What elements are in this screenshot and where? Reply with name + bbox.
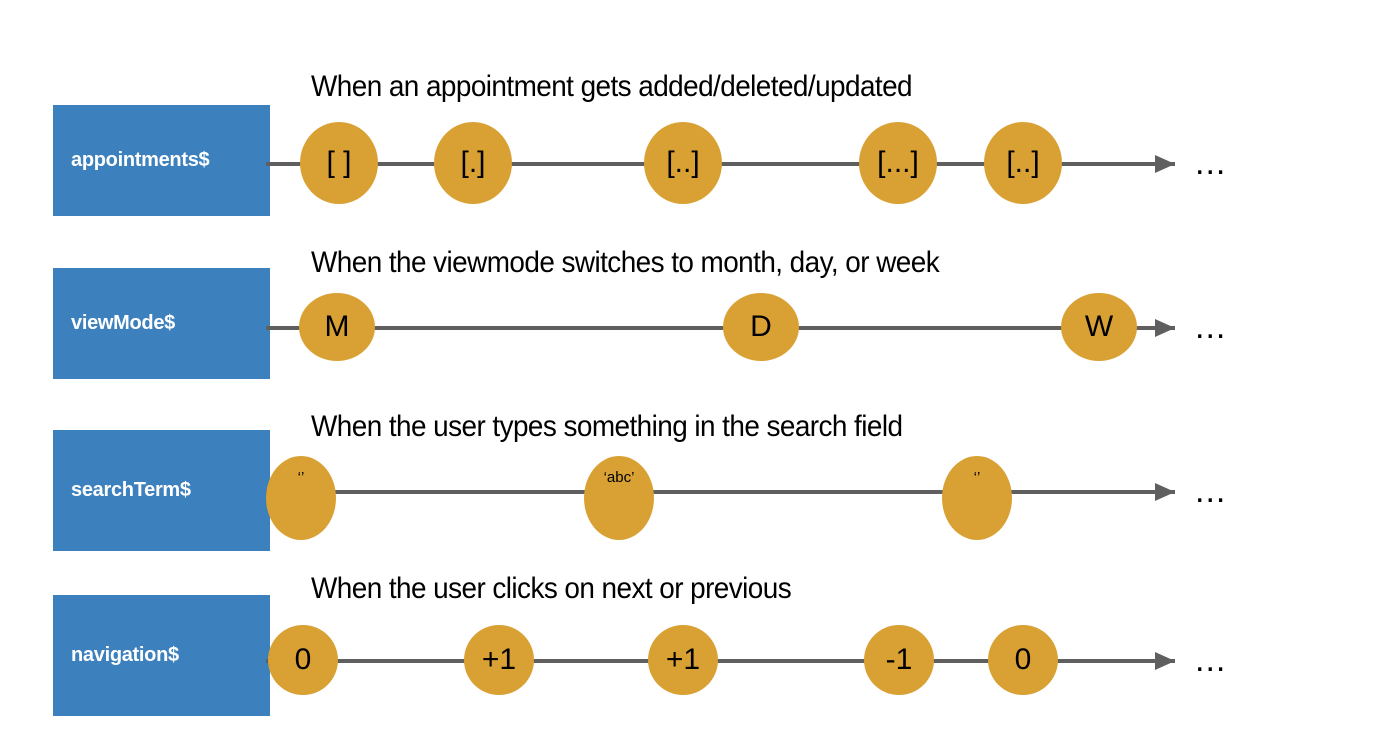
- marble-label: 0: [1014, 643, 1032, 676]
- timeline-arrow-appointments: [1155, 155, 1175, 173]
- marble[interactable]: D: [723, 293, 799, 361]
- stream-box-searchterm[interactable]: searchTerm$: [53, 430, 270, 551]
- marble[interactable]: W: [1061, 293, 1137, 361]
- timeline-ellipsis-appointments: ...: [1195, 144, 1227, 182]
- marble-label: ‘’: [297, 469, 305, 486]
- marble-label: +1: [481, 643, 517, 676]
- marble[interactable]: M: [299, 293, 375, 361]
- marble-label: D: [750, 310, 772, 343]
- stream-box-navigation[interactable]: navigation$: [53, 595, 270, 716]
- timeline-ellipsis-navigation: ...: [1195, 641, 1227, 679]
- marble[interactable]: +1: [464, 625, 534, 695]
- marble[interactable]: ‘abc’: [584, 456, 654, 540]
- marble-label: [.]: [460, 146, 486, 179]
- marble[interactable]: +1: [648, 625, 718, 695]
- marble[interactable]: -1: [864, 625, 934, 695]
- stream-caption-navigation: When the user clicks on next or previous: [311, 572, 792, 605]
- marble[interactable]: [..]: [644, 122, 722, 204]
- marble-label: +1: [665, 643, 701, 676]
- marble-label: [...]: [877, 146, 919, 179]
- marble[interactable]: 0: [268, 625, 338, 695]
- marble-label: [..]: [666, 146, 700, 179]
- marble[interactable]: ‘’: [942, 456, 1012, 540]
- marble-label: ‘’: [973, 469, 981, 486]
- marble-label: [..]: [1006, 146, 1040, 179]
- stream-box-label: navigation$: [71, 644, 179, 666]
- stream-box-label: appointments$: [71, 149, 210, 171]
- marble[interactable]: ‘’: [266, 456, 336, 540]
- marble[interactable]: [ ]: [300, 122, 378, 204]
- timeline-ellipsis-searchterm: ...: [1195, 472, 1227, 510]
- stream-box-appointments[interactable]: appointments$: [53, 105, 270, 216]
- marble-label: M: [324, 310, 350, 343]
- stream-box-label: viewMode$: [71, 312, 175, 334]
- stream-caption-viewmode: When the viewmode switches to month, day…: [311, 246, 940, 279]
- stream-box-label: searchTerm$: [71, 479, 191, 501]
- timeline-ellipsis-viewmode: ...: [1195, 308, 1227, 346]
- timeline-axis-navigation: [266, 659, 1175, 663]
- marble[interactable]: [..]: [984, 122, 1062, 204]
- timeline-arrow-searchterm: [1155, 483, 1175, 501]
- stream-caption-searchterm: When the user types something in the sea…: [311, 410, 903, 443]
- marble[interactable]: [...]: [859, 122, 937, 204]
- timeline-axis-viewmode: [266, 326, 1175, 330]
- timeline-arrow-navigation: [1155, 652, 1175, 670]
- stream-box-viewmode[interactable]: viewMode$: [53, 268, 270, 379]
- marble-label: W: [1084, 310, 1114, 343]
- marble-label: [ ]: [326, 146, 352, 179]
- marble-label: ‘abc’: [603, 469, 635, 486]
- marble[interactable]: 0: [988, 625, 1058, 695]
- stream-caption-appointments: When an appointment gets added/deleted/u…: [311, 70, 913, 103]
- marble-label: -1: [885, 643, 913, 676]
- timeline-axis-searchterm: [266, 490, 1175, 494]
- marble[interactable]: [.]: [434, 122, 512, 204]
- timeline-arrow-viewmode: [1155, 319, 1175, 337]
- marble-label: 0: [294, 643, 312, 676]
